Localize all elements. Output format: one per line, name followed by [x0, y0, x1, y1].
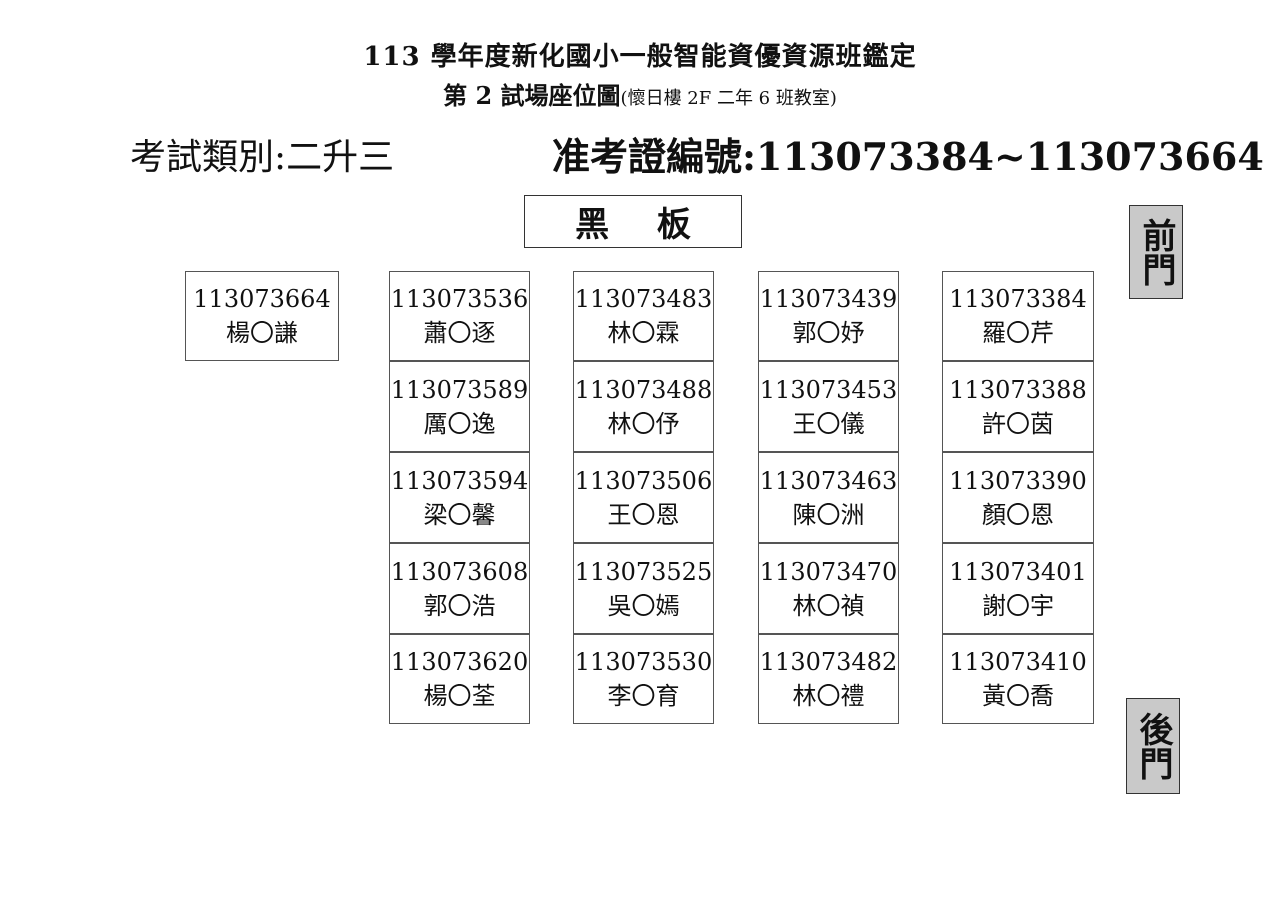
- seat-name: 楊〇荃: [423, 682, 496, 710]
- seat-name: 郭〇妤: [792, 319, 865, 347]
- seat: 113073482 林〇禮: [758, 634, 899, 724]
- seat-name: 謝〇宇: [982, 591, 1054, 620]
- seat-name: 羅〇芹: [982, 319, 1054, 347]
- seat-name: 李〇育: [607, 682, 680, 710]
- seat-number: 113073401: [949, 557, 1087, 586]
- seat-name: 蕭〇逐: [423, 319, 496, 347]
- seat-name: 林〇伃: [607, 409, 680, 438]
- seat-number: 113073589: [390, 375, 529, 404]
- seat: 113073439 郭〇妤: [758, 271, 899, 361]
- seat: 113073620 楊〇荃: [389, 634, 530, 724]
- blackboard: 黑 板: [524, 195, 742, 248]
- seat: 113073506 王〇恩: [573, 452, 714, 543]
- seat: 113073463 陳〇洲: [758, 452, 899, 543]
- seat-name: 梁〇馨: [423, 500, 496, 529]
- seat-name: 顏〇恩: [982, 500, 1054, 529]
- seat-number: 113073410: [949, 648, 1087, 676]
- seat-number: 113073483: [574, 285, 713, 313]
- seat: 113073453 王〇儀: [758, 361, 899, 452]
- seat-name: 黃〇喬: [982, 682, 1054, 710]
- room-location: (懷日樓 2F 二年 6 班教室): [620, 88, 837, 109]
- seat-number: 113073488: [574, 375, 713, 404]
- seat: 113073589 厲〇逸: [389, 361, 530, 452]
- seat-name: 厲〇逸: [423, 409, 496, 438]
- seat-number: 113073388: [949, 375, 1087, 404]
- seat-name: 林〇禎: [792, 591, 865, 620]
- seat-name: 吳〇嫣: [607, 591, 680, 620]
- seat-number: 113073384: [949, 285, 1087, 313]
- seat-name: 林〇禮: [792, 682, 865, 710]
- seat: 113073384 羅〇芹: [942, 271, 1094, 361]
- seat: 113073390 顏〇恩: [942, 452, 1094, 543]
- seat-name: 林〇霖: [607, 319, 680, 347]
- seat-number: 113073463: [759, 466, 898, 495]
- seat-number: 113073536: [390, 285, 529, 313]
- seat-name: 王〇儀: [792, 409, 865, 438]
- seat-number: 113073506: [574, 466, 713, 495]
- seat-number: 113073453: [759, 375, 898, 404]
- seat-name: 王〇恩: [607, 500, 680, 529]
- seat-number: 113073530: [574, 648, 713, 676]
- front-door: 前門: [1129, 205, 1183, 299]
- seat-solo: 113073664 楊〇謙: [185, 271, 339, 361]
- seat-number: 113073664: [193, 285, 331, 313]
- page-subtitle: 第 2 試場座位圖(懷日樓 2F 二年 6 班教室): [0, 76, 1280, 111]
- seat-name: 郭〇浩: [423, 591, 496, 620]
- seat: 113073388 許〇茵: [942, 361, 1094, 452]
- seat-number: 113073525: [574, 557, 713, 586]
- seat: 113073536 蕭〇逐: [389, 271, 530, 361]
- seat-name: 陳〇洲: [792, 500, 865, 529]
- seat-number: 113073390: [949, 466, 1087, 495]
- seat: 113073470 林〇禎: [758, 543, 899, 634]
- exam-category: 考試類別:二升三: [130, 137, 395, 178]
- seat: 113073525 吳〇嫣: [573, 543, 714, 634]
- seat-number: 113073620: [390, 648, 529, 676]
- seat: 113073483 林〇霖: [573, 271, 714, 361]
- seat-number: 113073608: [390, 557, 529, 586]
- seat: 113073608 郭〇浩: [389, 543, 530, 634]
- admission-range: 准考證編號:113073384~113073664: [552, 134, 1264, 179]
- seat-name: 楊〇謙: [226, 319, 298, 347]
- seat-number: 113073482: [759, 648, 898, 676]
- seat-number: 113073470: [759, 557, 898, 586]
- back-door: 後門: [1126, 698, 1180, 794]
- seat: 113073410 黃〇喬: [942, 634, 1094, 724]
- subtitle-text: 第 2 試場座位圖: [443, 81, 621, 110]
- seat-number: 113073594: [390, 466, 529, 495]
- seat-number: 113073439: [759, 285, 898, 313]
- seat: 113073594 梁〇馨: [389, 452, 530, 543]
- seat: 113073530 李〇育: [573, 634, 714, 724]
- seat-name: 許〇茵: [982, 409, 1054, 438]
- page-title: 113 學年度新化國小一般智能資優資源班鑑定: [363, 42, 917, 72]
- seat: 113073488 林〇伃: [573, 361, 714, 452]
- seat: 113073401 謝〇宇: [942, 543, 1094, 634]
